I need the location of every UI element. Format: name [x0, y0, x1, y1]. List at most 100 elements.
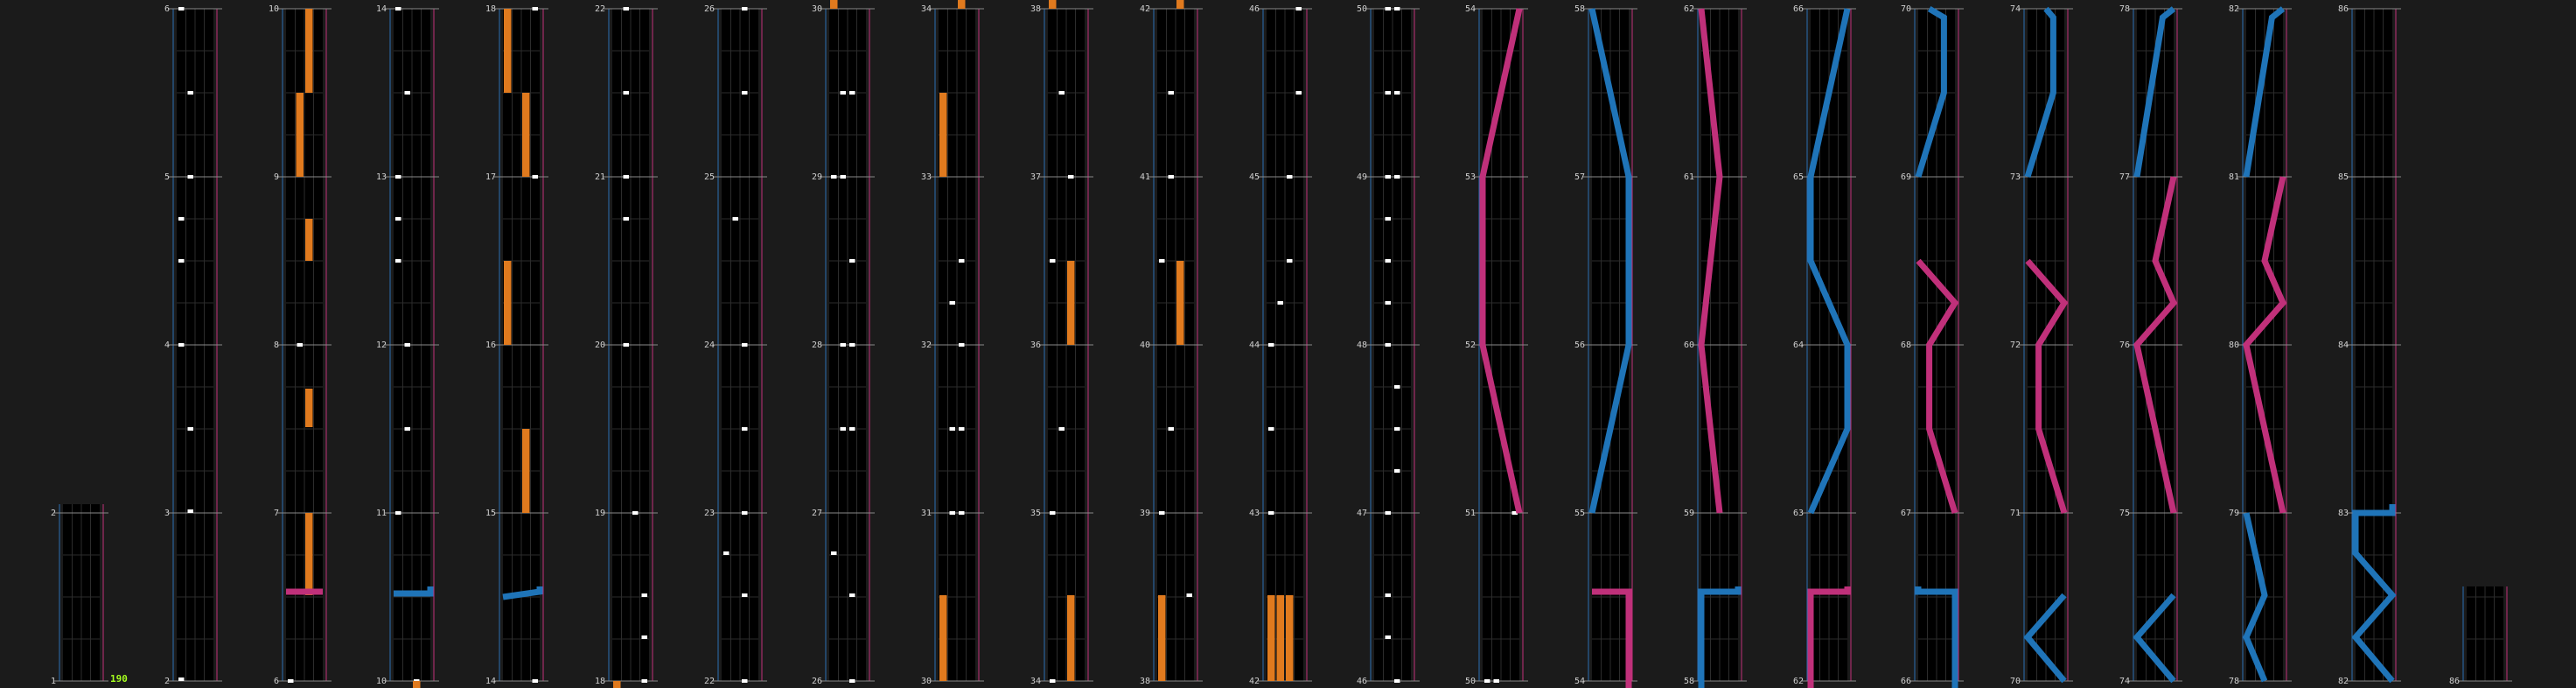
- measure-number: 2: [51, 509, 56, 518]
- tap-note: [288, 679, 294, 683]
- measure-number: 16: [485, 340, 496, 350]
- laser-right: [1592, 588, 1632, 688]
- chart-column: [1148, 8, 1203, 682]
- hold-note: [504, 261, 512, 345]
- tap-note: [959, 343, 965, 347]
- measure-number: 41: [1140, 172, 1150, 182]
- hold-note: [1067, 595, 1075, 681]
- hold-note: [413, 681, 421, 688]
- chart-column: [1258, 8, 1312, 682]
- hold-note: [305, 389, 313, 427]
- measure-number: 66: [1793, 4, 1804, 14]
- measure-number: 73: [2010, 172, 2021, 182]
- tap-note: [742, 91, 748, 95]
- tap-note: [623, 175, 629, 179]
- measure-number: 18: [485, 4, 496, 14]
- tap-note: [1394, 679, 1400, 683]
- measure-number: 6: [164, 4, 170, 14]
- measure-number: 53: [1465, 172, 1476, 182]
- measure-number: 46: [1249, 4, 1260, 14]
- measure-number: 34: [921, 4, 932, 14]
- measure-number: 8: [274, 340, 279, 350]
- tap-note: [742, 593, 748, 597]
- tap-note: [831, 551, 837, 555]
- measure-number: 9: [274, 172, 279, 182]
- measure-number: 43: [1249, 509, 1260, 518]
- measure-number: 70: [2010, 677, 2021, 686]
- tap-note: [187, 509, 193, 513]
- tap-note: [1168, 175, 1174, 179]
- chart-column: [2347, 8, 2401, 682]
- measure-number: 80: [2229, 340, 2239, 350]
- tap-note: [840, 343, 846, 347]
- tap-note: [959, 427, 965, 431]
- measure-number: 81: [2229, 172, 2239, 182]
- tap-note: [404, 91, 410, 95]
- measure-number: 6: [274, 677, 279, 686]
- measure-number: 1: [51, 677, 56, 686]
- laser-left: [2243, 6, 2286, 178]
- tap-note: [404, 343, 410, 347]
- measure-number: 58: [1574, 4, 1585, 14]
- tap-note: [623, 343, 629, 347]
- measure-number: 68: [1901, 340, 1911, 350]
- measure-number: 21: [595, 172, 605, 182]
- measure-number: 82: [2338, 677, 2349, 686]
- measure-number: 17: [485, 172, 496, 182]
- measure-number: 75: [2119, 509, 2130, 518]
- tap-note: [723, 551, 730, 555]
- laser-left: [1588, 8, 1632, 514]
- chart-column: [494, 8, 548, 682]
- tap-note: [178, 217, 185, 221]
- hold-note: [1158, 595, 1166, 681]
- tap-note: [1394, 469, 1400, 473]
- tap-note: [1058, 427, 1065, 431]
- laser-left: [1915, 586, 1958, 688]
- tap-note: [1268, 427, 1274, 431]
- measure-number: 55: [1574, 509, 1585, 518]
- tap-note: [187, 91, 193, 95]
- measure-number: 50: [1357, 4, 1367, 14]
- hold-note: [1176, 261, 1184, 345]
- tap-note: [187, 427, 193, 431]
- tap-note: [949, 427, 955, 431]
- tap-note: [732, 217, 738, 221]
- hold-note: [296, 93, 304, 177]
- measure-number: 72: [2010, 340, 2021, 350]
- tap-note: [840, 175, 846, 179]
- measure-number: 66: [1901, 677, 1911, 686]
- measure-number: 62: [1793, 677, 1804, 686]
- tap-note: [1268, 511, 1274, 515]
- tap-note: [831, 175, 837, 179]
- measure-number: 78: [2119, 4, 2130, 14]
- measure-number: 54: [1574, 677, 1585, 686]
- chart-columns: [54, 8, 2512, 682]
- measure-number: 24: [704, 340, 715, 350]
- tap-note: [1295, 7, 1302, 11]
- tap-note: [395, 7, 401, 11]
- chart-column: [1365, 8, 1420, 682]
- measure-number: 86: [2338, 4, 2349, 14]
- tap-note: [1394, 7, 1400, 11]
- measure-number: 86: [2449, 677, 2460, 686]
- tap-note: [1050, 511, 1056, 515]
- measure-number: 11: [376, 509, 387, 518]
- measure-number: 61: [1684, 172, 1694, 182]
- hold-note: [613, 681, 621, 688]
- tap-note: [178, 343, 185, 347]
- tap-note: [178, 7, 185, 11]
- laser-left: [1698, 586, 1742, 688]
- tap-note: [1385, 511, 1391, 515]
- laser-right: [1479, 8, 1523, 514]
- laser-right: [1916, 258, 1959, 515]
- hold-note: [504, 9, 512, 93]
- measure-number: 2: [164, 677, 170, 686]
- tap-note: [1268, 343, 1274, 347]
- tap-note: [949, 301, 955, 305]
- measure-number: 57: [1574, 172, 1585, 182]
- measure-number: 13: [376, 172, 387, 182]
- combo-counter: 190: [110, 673, 128, 684]
- measure-number: 56: [1574, 340, 1585, 350]
- tap-note: [1394, 385, 1400, 389]
